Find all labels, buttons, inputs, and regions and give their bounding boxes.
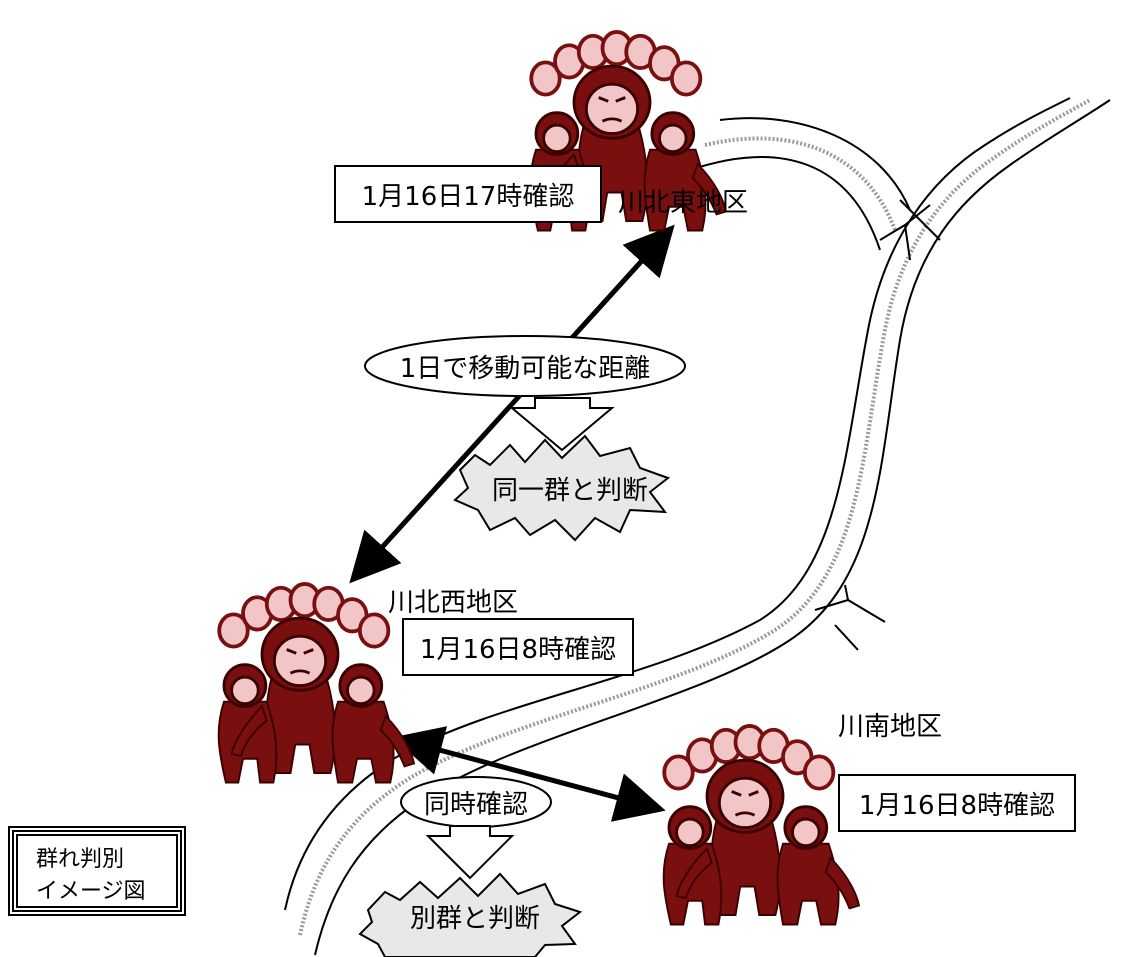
sighting-box-west: 1月16日8時確認 xyxy=(402,618,634,676)
verdict-same-label: 同一群と判断 xyxy=(491,475,648,506)
sighting-box-south: 1月16日8時確認 xyxy=(838,774,1076,832)
tributary xyxy=(689,117,911,251)
distance-arrow xyxy=(349,224,675,584)
region-label-west: 川北西地区 xyxy=(388,588,519,618)
legend-box: 群れ判別 イメージ図 xyxy=(8,826,186,916)
region-label-south: 川南地区 xyxy=(838,712,943,742)
down-arrow-lower xyxy=(425,825,515,880)
down-arrow-upper xyxy=(509,397,615,452)
burst-same xyxy=(453,434,671,542)
oval-same-time-label: 同時確認 xyxy=(423,789,528,820)
verdict-diff-label: 別群と判断 xyxy=(409,903,540,934)
bridge-south xyxy=(814,584,886,651)
oval-distance-label: 1日で移動可能な距離 xyxy=(399,353,651,384)
sighting-box-east: 1月16日17時確認 xyxy=(334,165,602,223)
troop-west-icon xyxy=(216,582,416,785)
legend-line-1: 群れ判別 xyxy=(36,847,125,872)
legend-line-2: イメージ図 xyxy=(36,878,146,904)
troop-south-icon xyxy=(661,724,861,927)
region-label-east: 川北東地区 xyxy=(618,188,749,218)
oval-distance xyxy=(364,335,686,397)
burst-diff xyxy=(358,872,583,957)
bridge-north xyxy=(879,199,941,261)
same-time-arrow xyxy=(392,726,666,822)
